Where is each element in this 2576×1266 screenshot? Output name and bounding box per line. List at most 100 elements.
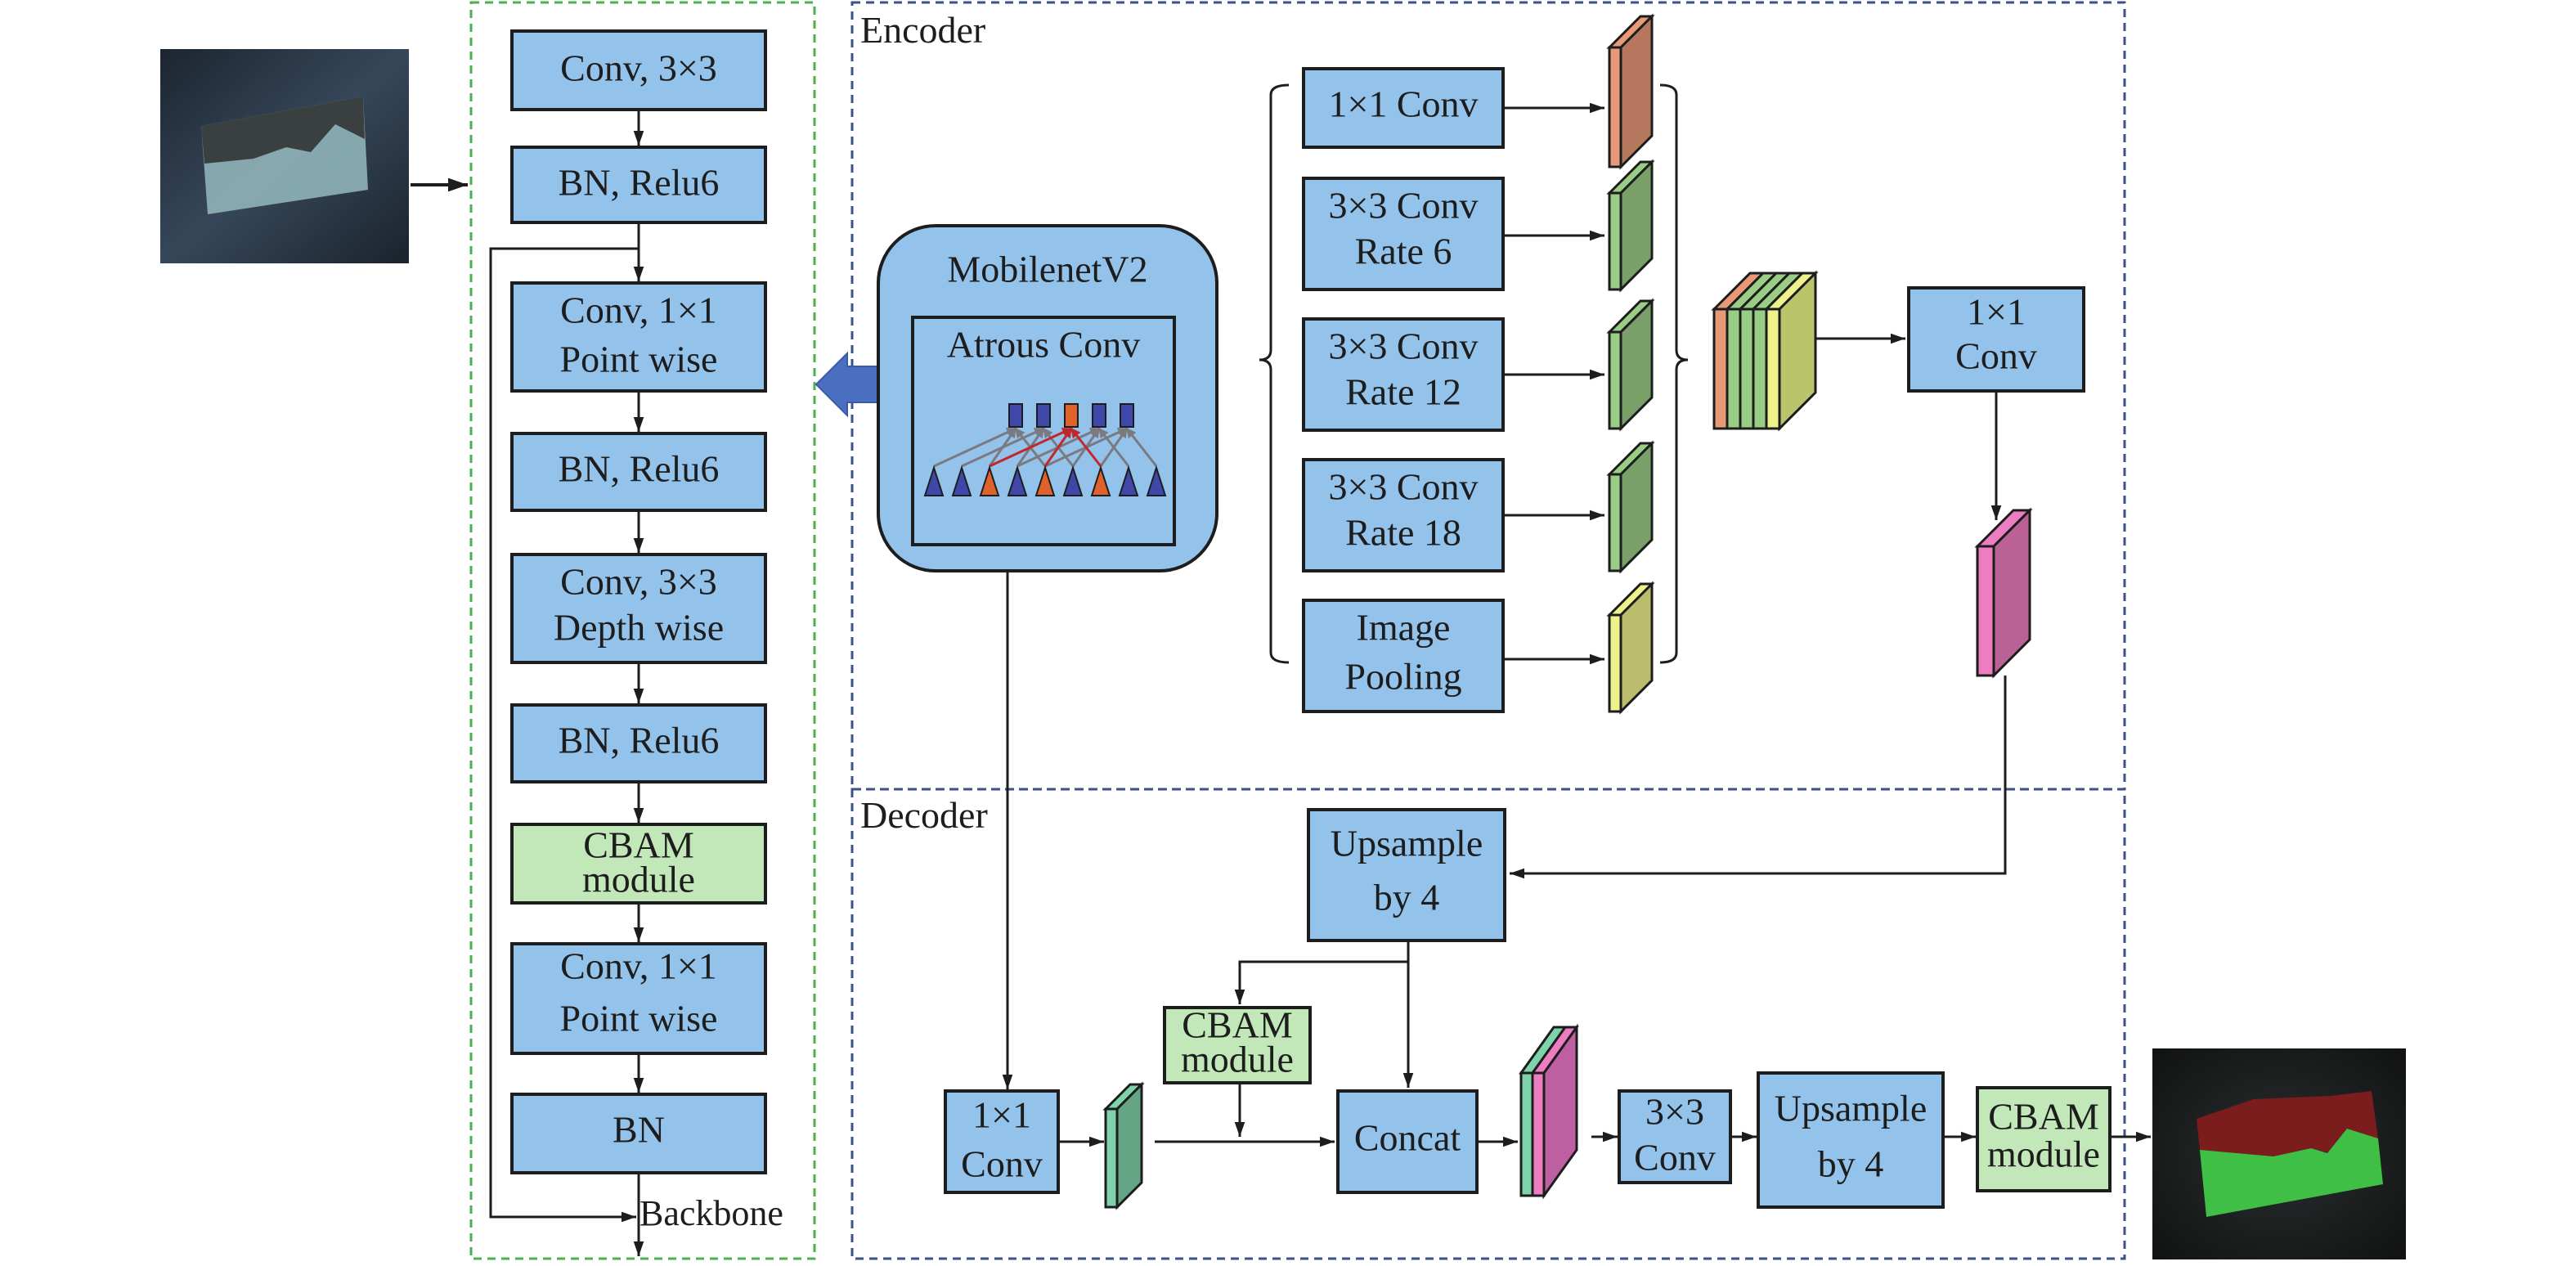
aspp-left-brace	[1259, 83, 1290, 664]
decoder-cbam-1: CBAM module	[1163, 1004, 1312, 1084]
residual-connection	[489, 247, 639, 1223]
atrous-connection	[1125, 428, 1158, 467]
svg-text:Conv: Conv	[1955, 335, 2037, 377]
svg-text:CBAM: CBAM	[1182, 1004, 1292, 1046]
aspp-branch-rate18: 3×3 Conv Rate 18	[1302, 458, 1505, 572]
svg-text:Upsample: Upsample	[1331, 823, 1483, 864]
svg-text:by 4: by 4	[1818, 1143, 1884, 1185]
svg-text:Conv: Conv	[1634, 1137, 1716, 1178]
svg-text:1×1 Conv: 1×1 Conv	[1328, 83, 1478, 125]
atrous-output-unit	[1008, 403, 1023, 428]
atrous-input-unit	[979, 465, 1000, 496]
aspp-right-brace	[1659, 83, 1689, 664]
decoder-concat-feature-stack	[1519, 1023, 1579, 1200]
encoder-output-feature-map	[1974, 507, 2033, 679]
decoder-3x3-conv: 3×3 Conv	[1618, 1089, 1732, 1184]
svg-text:Upsample: Upsample	[1775, 1088, 1928, 1129]
aspp-feature-map	[1606, 159, 1655, 293]
atrous-input-unit	[1118, 465, 1139, 496]
atrous-conv-label: Atrous Conv	[947, 324, 1140, 366]
svg-text:Conv, 1×1: Conv, 1×1	[560, 290, 717, 331]
backbone-block-5: BN, Relu6	[510, 703, 767, 783]
atrous-output-unit	[1036, 403, 1051, 428]
svg-text:Point wise: Point wise	[560, 998, 718, 1039]
backbone-block-1: BN, Relu6	[510, 146, 767, 224]
decoder-cbam-2: CBAM module	[1976, 1086, 2112, 1192]
atrous-output-unit	[1092, 403, 1106, 428]
decoder-frame	[850, 788, 2126, 1260]
atrous-connection	[961, 427, 1045, 468]
svg-text:Conv, 3×3: Conv, 3×3	[560, 561, 717, 603]
aspp-feature-map	[1606, 581, 1655, 715]
atrous-output-unit	[1064, 403, 1079, 428]
encoder-label: Encoder	[860, 9, 985, 51]
output-image	[2152, 1048, 2406, 1259]
aspp-branch-1x1: 1×1 Conv	[1302, 67, 1505, 149]
aspp-feature-map	[1606, 13, 1655, 170]
aspp-concat-feature-stack	[1711, 270, 1819, 432]
atrous-input-unit	[1090, 465, 1111, 496]
svg-text:BN, Relu6: BN, Relu6	[559, 720, 720, 761]
atrous-connection-highlight	[1070, 428, 1102, 467]
svg-text:Conv: Conv	[961, 1143, 1043, 1185]
svg-text:Image: Image	[1357, 607, 1451, 649]
backbone-label: Backbone	[640, 1193, 783, 1233]
svg-text:Conv, 3×3: Conv, 3×3	[560, 47, 717, 89]
svg-text:by 4: by 4	[1374, 877, 1440, 918]
backbone-frame	[469, 1, 816, 1260]
decoder-upsample-2: Upsample by 4	[1757, 1071, 1945, 1209]
aspp-feature-map	[1606, 440, 1655, 574]
svg-text:module: module	[1987, 1134, 2100, 1175]
svg-text:Rate 18: Rate 18	[1345, 512, 1461, 554]
svg-text:3×3: 3×3	[1645, 1091, 1704, 1133]
decoder-upsample-1: Upsample by 4	[1307, 808, 1506, 942]
svg-text:BN, Relu6: BN, Relu6	[559, 448, 720, 490]
atrous-input-unit	[1146, 465, 1167, 496]
aspp-branch-rate12: 3×3 Conv Rate 12	[1302, 317, 1505, 432]
encoder-1x1-conv: 1×1 Conv	[1907, 286, 2085, 393]
expand-arrow-icon	[815, 351, 879, 418]
backbone-cbam-block: CBAM module	[510, 823, 767, 905]
stack-layer	[1712, 308, 1729, 430]
mobilenetv2-block: MobilenetV2 Atrous Conv	[877, 224, 1218, 572]
svg-text:3×3 Conv: 3×3 Conv	[1328, 185, 1478, 227]
svg-text:Concat: Concat	[1354, 1117, 1461, 1159]
low-level-feature-map	[1102, 1081, 1145, 1210]
svg-text:3×3 Conv: 3×3 Conv	[1328, 325, 1478, 367]
encoder-output-arrow	[1510, 676, 2007, 879]
backbone-block-7: Conv, 1×1 Point wise	[510, 942, 767, 1055]
decoder-label: Decoder	[860, 794, 988, 836]
decoder-1x1-conv: 1×1 Conv	[944, 1089, 1060, 1194]
aspp-branch-image-pooling: Image Pooling	[1302, 599, 1505, 713]
aspp-branch-rate6: 3×3 Conv Rate 6	[1302, 177, 1505, 291]
backbone-block-0: Conv, 3×3	[510, 29, 767, 111]
svg-text:3×3 Conv: 3×3 Conv	[1328, 466, 1478, 508]
stack-layer	[1765, 308, 1781, 430]
svg-text:Pooling: Pooling	[1344, 656, 1461, 698]
atrous-input-unit	[1034, 465, 1056, 496]
svg-text:Depth wise: Depth wise	[554, 607, 724, 649]
backbone-block-4: Conv, 3×3 Depth wise	[510, 553, 767, 664]
svg-text:CBAM: CBAM	[1988, 1096, 2098, 1138]
stack-layer	[1739, 308, 1755, 430]
mobilenetv2-label: MobilenetV2	[947, 249, 1147, 290]
atrous-output-unit	[1120, 403, 1134, 428]
stack-layer	[1726, 308, 1742, 430]
svg-text:module: module	[1181, 1039, 1294, 1080]
atrous-input-unit	[1007, 465, 1028, 496]
svg-text:CBAM: CBAM	[583, 824, 693, 866]
svg-text:Point wise: Point wise	[560, 339, 718, 380]
atrous-connection	[933, 427, 1017, 468]
input-image	[160, 49, 409, 263]
svg-text:Conv, 1×1: Conv, 1×1	[560, 945, 717, 987]
atrous-input-unit	[923, 465, 945, 496]
atrous-connection-highlight	[1043, 428, 1073, 467]
svg-text:BN, Relu6: BN, Relu6	[559, 162, 720, 204]
backbone-block-8: BN	[510, 1093, 767, 1174]
atrous-conv-illustration	[923, 403, 1167, 496]
atrous-connection-highlight	[989, 427, 1073, 468]
svg-text:BN: BN	[613, 1109, 665, 1151]
svg-text:1×1: 1×1	[1967, 291, 2026, 333]
svg-text:Rate 6: Rate 6	[1355, 231, 1452, 272]
